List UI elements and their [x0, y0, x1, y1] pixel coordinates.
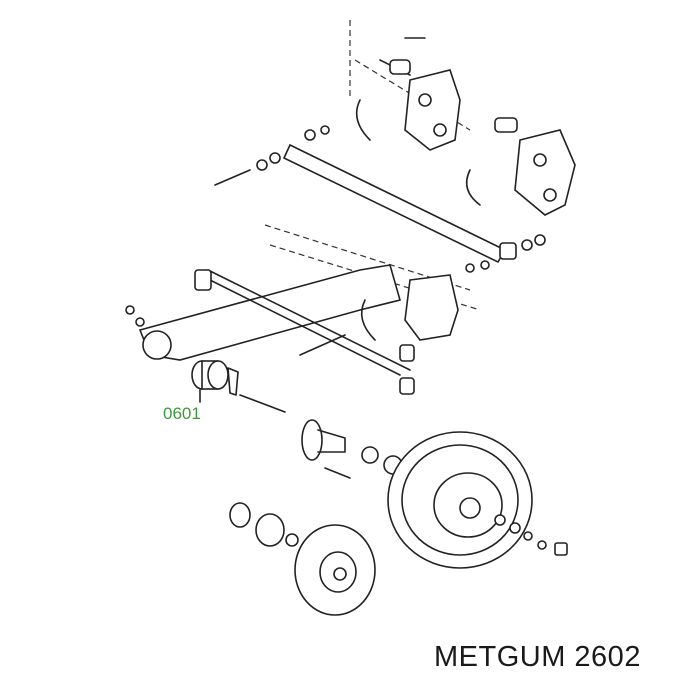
rear-axle-beam	[125, 224, 481, 395]
panhard-rod	[214, 125, 546, 273]
stub-axle-hub	[301, 419, 403, 479]
upper-mount-bracket-left	[349, 20, 471, 151]
bushing-0601	[191, 360, 286, 413]
brake-drum	[387, 431, 568, 569]
brand-part-caption: METGUM 2602	[434, 641, 641, 673]
upper-mount-bracket-right	[465, 117, 576, 216]
brake-disc	[229, 502, 376, 616]
part-callout-label: 0601	[163, 404, 201, 423]
